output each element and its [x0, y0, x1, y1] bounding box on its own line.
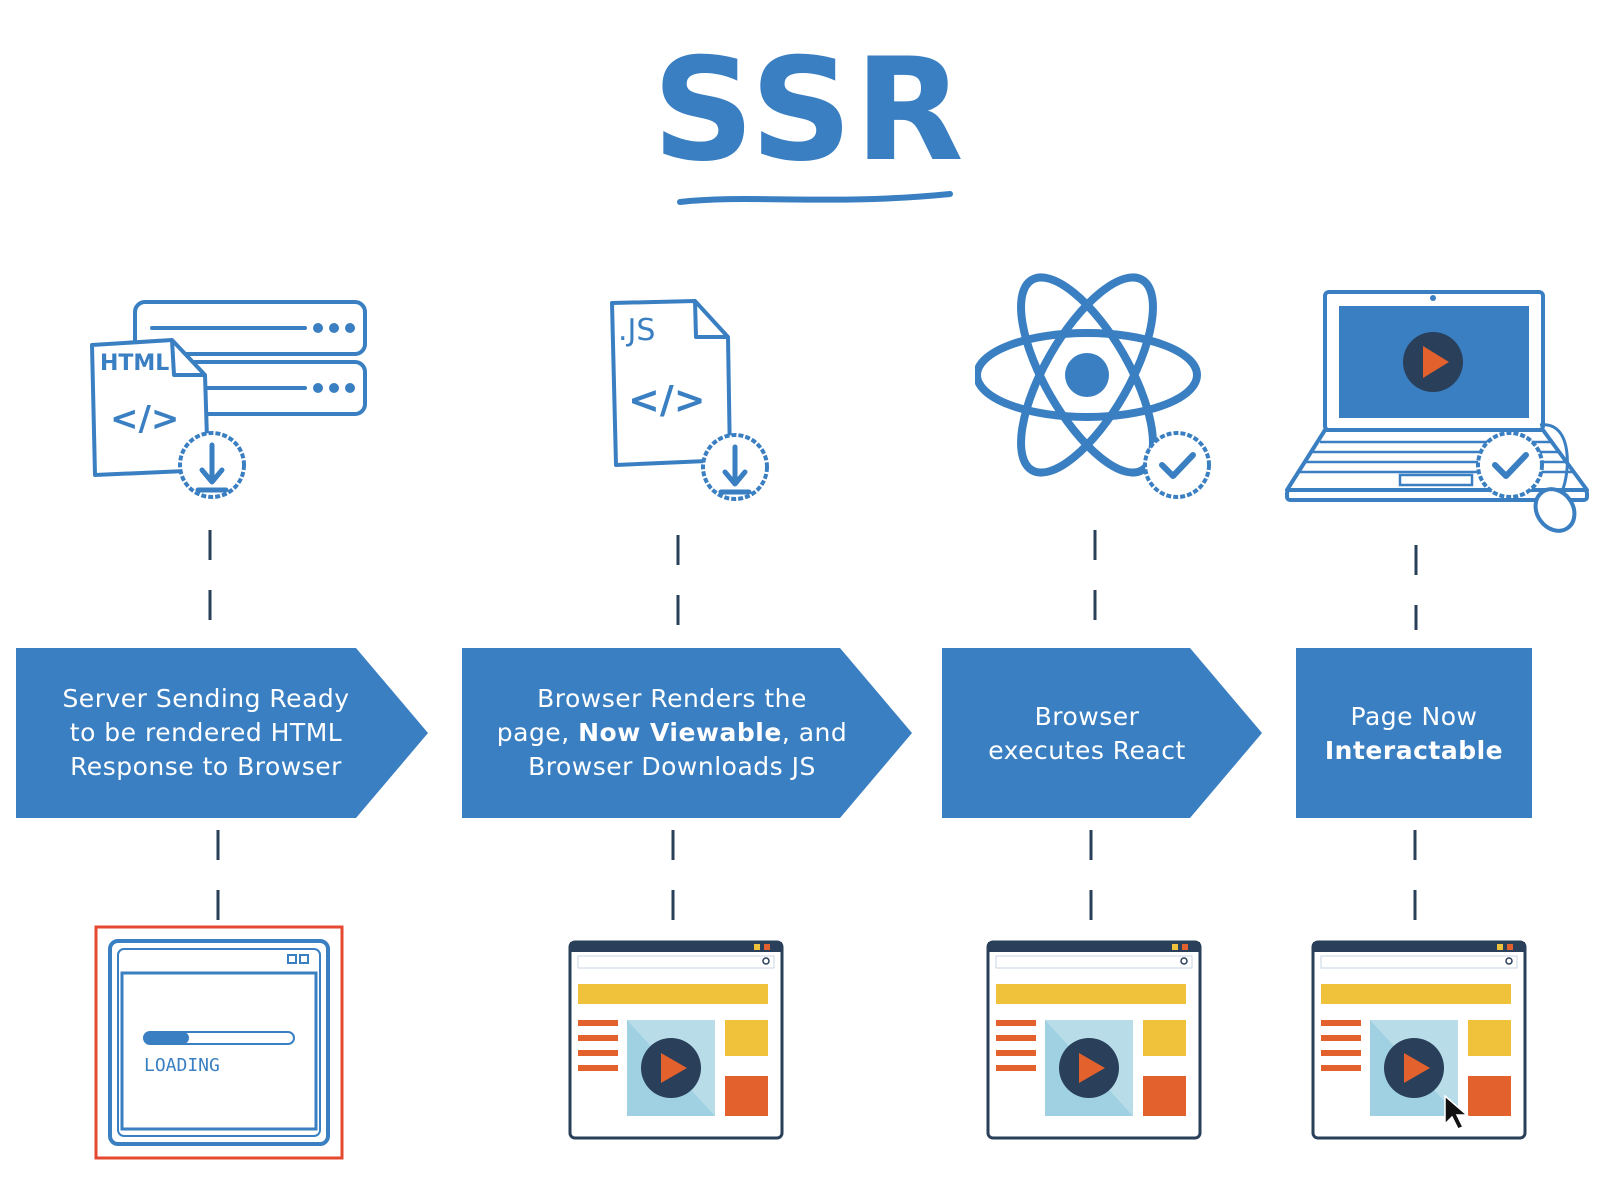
code-glyph: </> — [628, 378, 706, 422]
react-atom-check-icon — [975, 273, 1211, 499]
step-label-4: Page Now Interactable — [1324, 702, 1504, 765]
connector-top-3 — [1093, 530, 1097, 630]
step-arrow-2 — [462, 648, 912, 818]
connector-top-2 — [676, 535, 680, 630]
step-label-1: Server Sending Ready to be rendered HTML… — [62, 684, 350, 781]
connector-bottom-4 — [1413, 830, 1417, 925]
react-executing-page-browser — [986, 940, 1202, 1140]
step-arrow-3 — [942, 648, 1262, 818]
js-file-label: .JS — [618, 313, 655, 348]
js-file-download-icon: .JS </> — [610, 299, 769, 501]
viewable-page-browser — [568, 940, 784, 1140]
step-label-2: Browser Renders the page, Now Viewable, … — [496, 684, 848, 781]
server-html-download-icon: HTML </> — [90, 300, 367, 499]
step-label-3: Browser executes React — [988, 702, 1186, 765]
loading-label: LOADING — [144, 1055, 220, 1076]
step-box-4 — [1296, 648, 1532, 818]
laptop-check-icon — [1285, 290, 1589, 533]
connector-bottom-1 — [216, 830, 220, 925]
title-underline — [677, 191, 953, 205]
code-glyph: </> — [110, 399, 179, 439]
connector-bottom-2 — [671, 830, 675, 925]
mouse-cursor-icon — [1444, 1094, 1470, 1130]
page-title: SSR — [652, 28, 966, 193]
interactable-page-browser — [1311, 940, 1527, 1140]
connector-top-1 — [208, 530, 212, 630]
connector-bottom-3 — [1089, 830, 1093, 925]
step-arrow-1 — [16, 648, 428, 818]
html-file-label: HTML — [100, 351, 169, 376]
connector-top-4 — [1414, 545, 1418, 630]
loading-browser-window: LOADING — [94, 925, 344, 1160]
